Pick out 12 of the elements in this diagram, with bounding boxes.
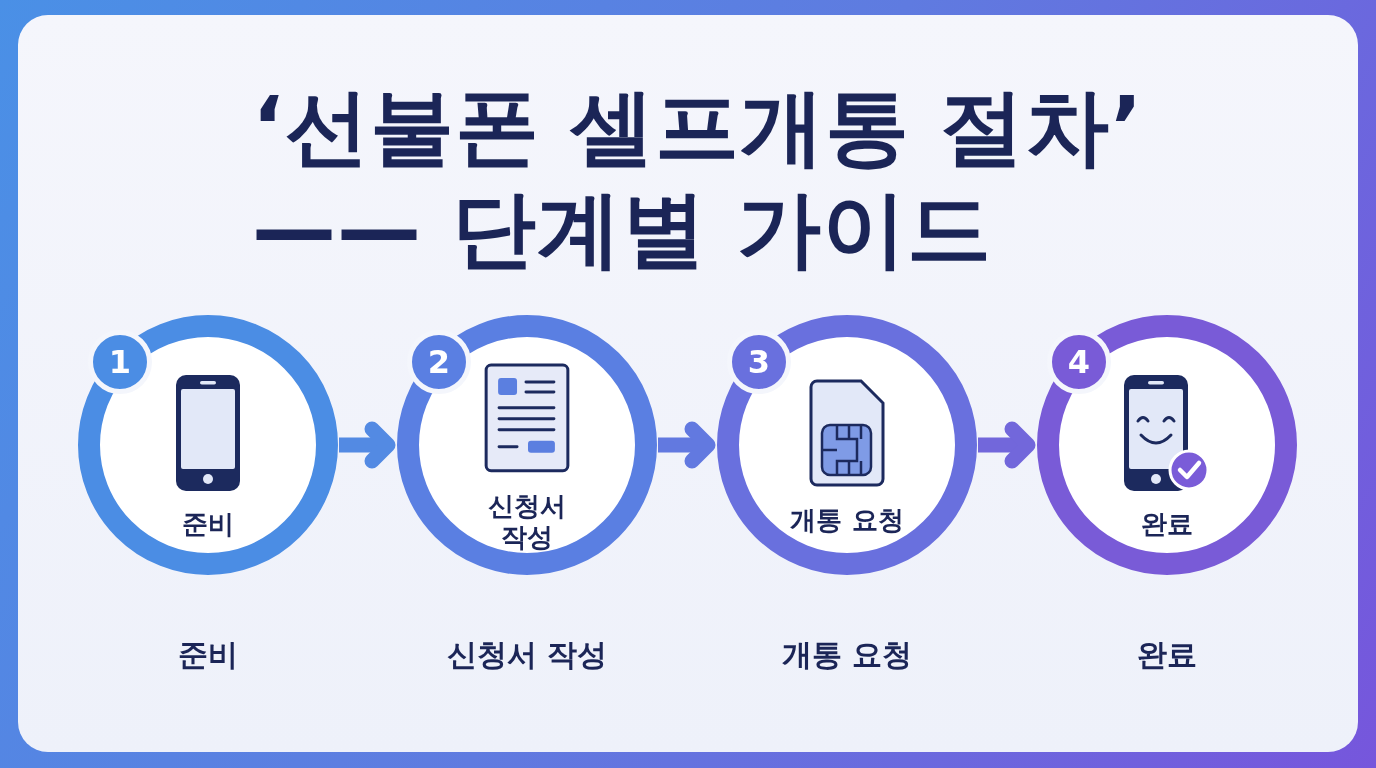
step-label: 준비 bbox=[182, 509, 234, 541]
step-label: 개통 요청 bbox=[790, 505, 904, 537]
title: ‘선불폰 셀프개통 절차’ —— 단계별 가이드 bbox=[252, 77, 1145, 280]
step-caption: 완료 bbox=[1136, 636, 1198, 674]
step-caption: 준비 bbox=[177, 636, 239, 674]
arrow bbox=[978, 421, 1036, 469]
step-caption: 신청서 작성 bbox=[445, 636, 609, 674]
step-label: 신청서 작성 bbox=[487, 490, 567, 553]
step-caption: 개통 요청 bbox=[780, 636, 914, 674]
arrow bbox=[339, 421, 396, 469]
arrow bbox=[658, 421, 716, 469]
step-label: 완료 bbox=[1141, 509, 1193, 541]
